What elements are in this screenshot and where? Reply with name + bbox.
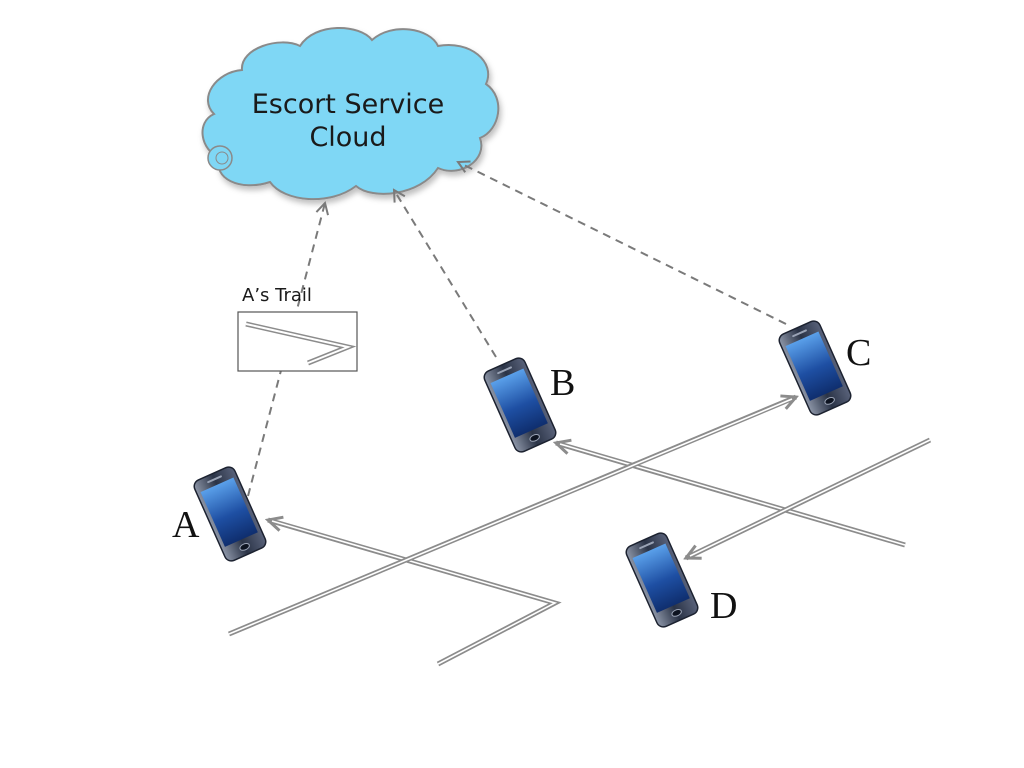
- path-d: [686, 437, 932, 561]
- link-b-to-cloud: [394, 190, 497, 358]
- a-trail: A’s Trail: [237, 285, 358, 372]
- smartphone-icon: [483, 357, 557, 453]
- node-label-b: B: [550, 362, 575, 404]
- movement-paths: [228, 397, 932, 667]
- phone-c: [778, 320, 852, 416]
- a-trail-box: [237, 311, 358, 372]
- link-a-to-cloud: [247, 203, 325, 497]
- node-label-c: C: [846, 332, 871, 374]
- path-b: [556, 443, 906, 548]
- path-a: [268, 520, 562, 667]
- escort-service-cloud: Escort Service Cloud: [201, 27, 500, 201]
- smartphone-icon: [625, 532, 699, 628]
- node-label-a: A: [172, 504, 200, 546]
- report-links: [247, 162, 787, 497]
- smartphone-icon: [778, 320, 852, 416]
- cloud-tail-icon: [207, 145, 233, 171]
- phone-d: [625, 532, 699, 628]
- smartphone-icon: [193, 466, 267, 562]
- cloud-title-line2: Cloud: [309, 122, 386, 153]
- a-trail-label: A’s Trail: [242, 285, 312, 306]
- cloud-title-line1: Escort Service: [252, 89, 445, 120]
- phone-a: [193, 466, 267, 562]
- link-c-to-cloud: [458, 162, 787, 325]
- path-c: [228, 397, 796, 637]
- node-label-d: D: [710, 585, 737, 627]
- phone-b: [483, 357, 557, 453]
